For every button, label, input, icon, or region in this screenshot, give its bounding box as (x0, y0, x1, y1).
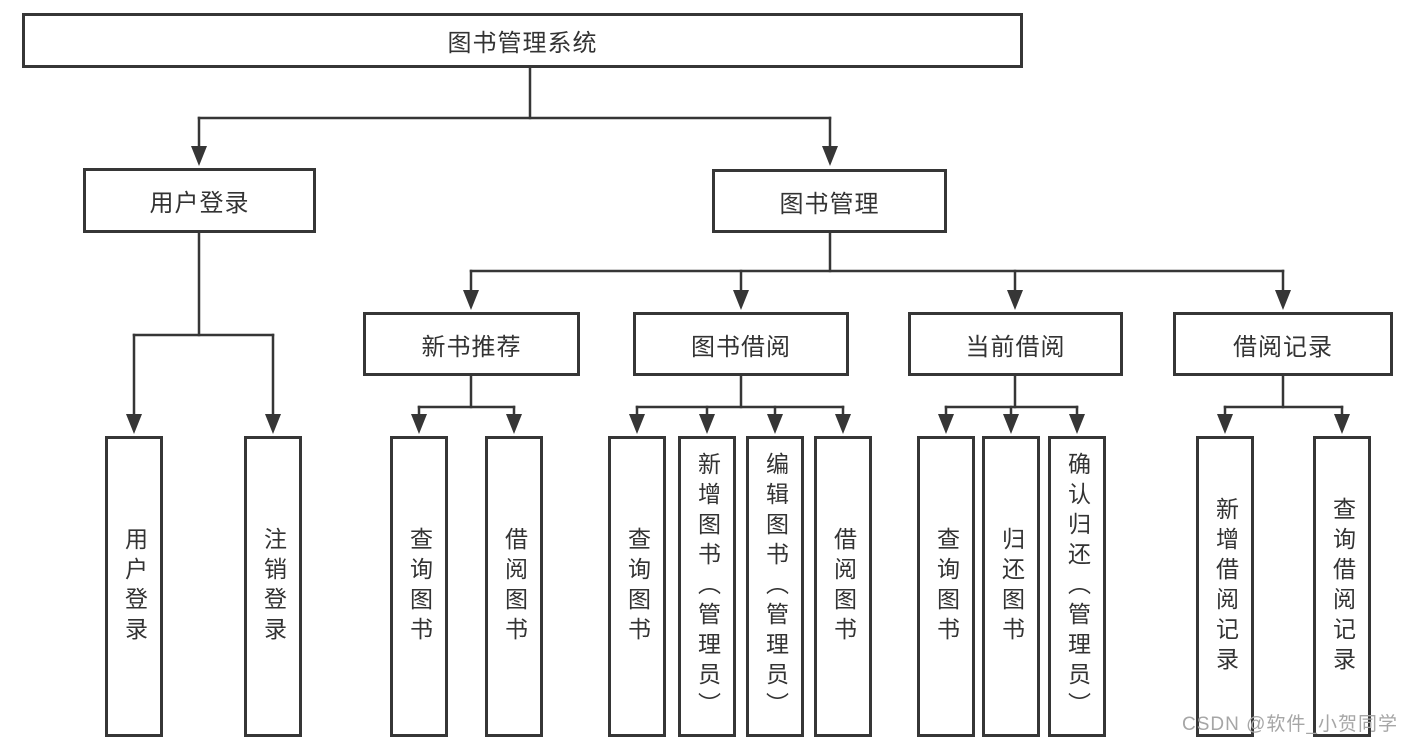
leaf-newbook-borrow-books: 借阅图书 (485, 436, 543, 737)
leaf-borrow-borrow-books: 借阅图书 (814, 436, 872, 737)
leaf-logout-login: 注销登录 (244, 436, 302, 737)
node-book-borrow: 图书借阅 (633, 312, 849, 376)
node-new-book-recommend: 新书推荐 (363, 312, 580, 376)
leaf-user-login: 用户登录 (105, 436, 163, 737)
node-label: 图书管理 (779, 190, 880, 218)
leaf-borrow-edit-books-admin: 编辑图书（管理员） (746, 436, 804, 737)
node-current-borrow: 当前借阅 (908, 312, 1123, 376)
leaf-label: 确认归还（管理员） (1064, 451, 1091, 722)
leaf-borrow-query-books: 查询图书 (608, 436, 666, 737)
node-label: 图书借阅 (691, 333, 791, 361)
node-book-management: 图书管理 (712, 169, 947, 233)
leaf-label: 归还图书 (998, 526, 1025, 647)
node-label: 新书推荐 (421, 333, 522, 361)
leaf-label: 查询图书 (406, 526, 433, 647)
node-label: 借阅记录 (1233, 333, 1333, 361)
leaf-current-query-books: 查询图书 (917, 436, 975, 737)
node-label: 当前借阅 (965, 333, 1066, 361)
node-label: 图书管理系统 (447, 30, 598, 57)
leaf-label: 新增图书（管理员） (694, 451, 721, 722)
leaf-label: 借阅图书 (501, 526, 528, 647)
leaf-borrow-add-books-admin: 新增图书（管理员） (678, 436, 736, 737)
leaf-label: 编辑图书（管理员） (762, 451, 789, 722)
node-user-login: 用户登录 (83, 168, 316, 233)
leaf-current-confirm-return-admin: 确认归还（管理员） (1048, 436, 1106, 737)
leaf-current-return-books: 归还图书 (982, 436, 1040, 737)
leaf-label: 查询图书 (933, 526, 960, 647)
leaf-records-add-record: 新增借阅记录 (1196, 436, 1254, 737)
leaf-newbook-query-books: 查询图书 (390, 436, 448, 737)
leaf-records-query-record: 查询借阅记录 (1313, 436, 1371, 737)
leaf-label: 借阅图书 (830, 526, 857, 647)
leaf-label: 注销登录 (260, 526, 287, 647)
node-label: 用户登录 (149, 190, 250, 217)
leaf-label: 新增借阅记录 (1212, 496, 1239, 677)
leaf-label: 查询图书 (624, 526, 651, 647)
node-library-management-system: 图书管理系统 (22, 13, 1023, 68)
node-borrow-records: 借阅记录 (1173, 312, 1393, 376)
leaf-label: 查询借阅记录 (1329, 496, 1356, 677)
csdn-watermark: CSDN @软件_小贺同学 (1182, 714, 1398, 735)
leaf-label: 用户登录 (121, 526, 148, 647)
